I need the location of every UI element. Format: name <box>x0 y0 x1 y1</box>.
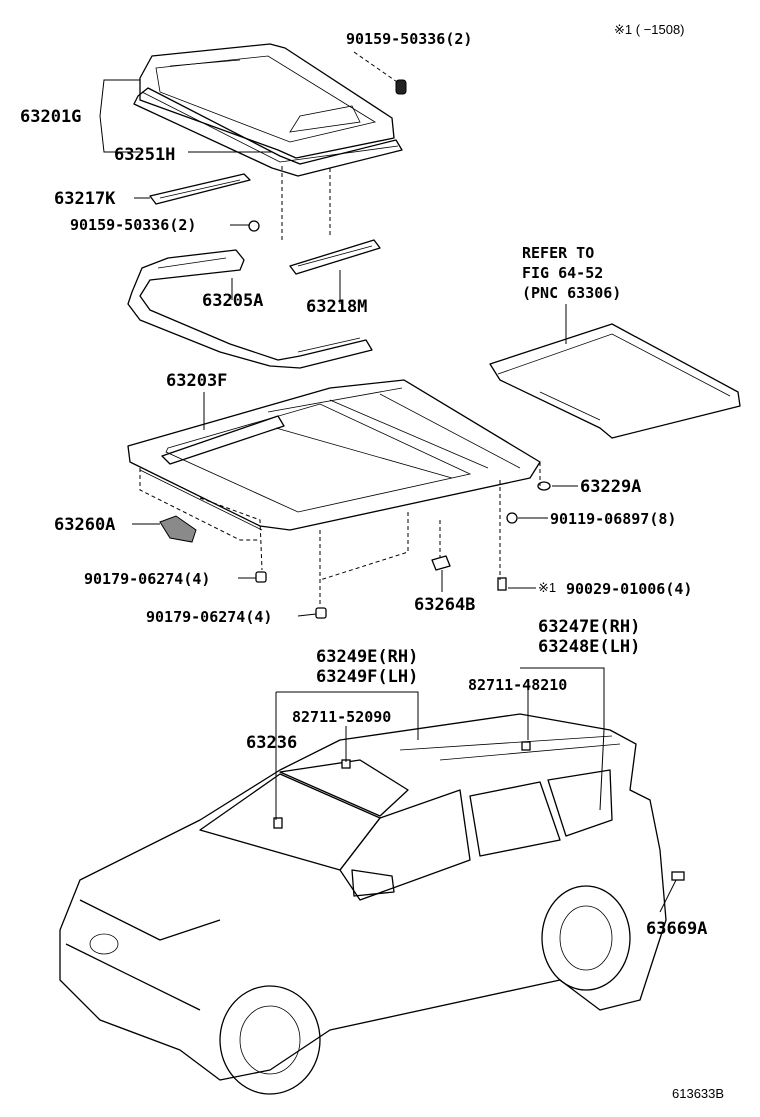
motor-63260A <box>159 515 197 543</box>
label-82711-48210: 82711-48210 <box>468 676 567 694</box>
clip-90119 <box>506 512 518 524</box>
label-63260A: 63260A <box>54 515 115 535</box>
refer-line-2: FIG 64-52 <box>522 264 603 282</box>
bolt-90029 <box>497 577 507 591</box>
label-63248E: 63248E(LH) <box>538 637 640 657</box>
label-group: 90159-50336(2) 63201G 63251H 63217K 9015… <box>20 30 724 1101</box>
label-63229A: 63229A <box>580 477 641 497</box>
label-63249E: 63249E(RH) <box>316 647 418 667</box>
label-63669A: 63669A <box>646 919 707 939</box>
label-63205A: 63205A <box>202 291 263 311</box>
clip-63229A <box>537 481 551 491</box>
label-63217K: 63217K <box>54 189 116 209</box>
label-63218M: 63218M <box>306 297 367 317</box>
clip-63236 <box>273 817 283 829</box>
label-63247E: 63247E(RH) <box>538 617 640 637</box>
assembly-lines <box>139 51 541 604</box>
rail-63218M <box>289 239 381 275</box>
label-90179-06274-b: 90179-06274(4) <box>146 608 272 626</box>
sunshade-panel <box>489 323 741 439</box>
nut-90179-b <box>315 607 327 619</box>
header-note: ※1 ( −1508) <box>614 22 685 37</box>
label-90179-06274-a: 90179-06274(4) <box>84 570 210 588</box>
label-90029-01006: 90029-01006(4) <box>566 580 692 598</box>
label-note-mark: ※1 <box>538 580 556 595</box>
clip-82711-48210 <box>521 741 531 751</box>
bolt-90159-top <box>395 79 407 95</box>
housing-63203F <box>127 379 541 531</box>
nut-90179-a <box>255 571 267 583</box>
bracket-63264B <box>431 555 451 571</box>
figure-code: 613633B <box>672 1086 724 1101</box>
label-82711-52090: 82711-52090 <box>292 708 391 726</box>
label-63236: 63236 <box>246 733 297 753</box>
bolt-90159-mid <box>248 220 260 232</box>
label-90119-06897: 90119-06897(8) <box>550 510 676 528</box>
refer-line-1: REFER TO <box>522 244 594 262</box>
label-63251H: 63251H <box>114 145 175 165</box>
vehicle-illustration <box>59 713 667 1095</box>
glass-panel-63201G <box>133 43 403 177</box>
bolt-63669A <box>671 871 685 881</box>
leader-lines <box>99 79 677 913</box>
label-63201G: 63201G <box>20 107 81 127</box>
label-90159-50336-top: 90159-50336(2) <box>346 30 472 48</box>
seal-63205A <box>127 249 373 369</box>
deflector-63217K <box>149 173 251 205</box>
refer-line-3: (PNC 63306) <box>522 284 621 302</box>
label-90159-50336-mid: 90159-50336(2) <box>70 216 196 234</box>
label-63264B: 63264B <box>414 595 475 615</box>
label-63249F: 63249F(LH) <box>316 667 418 687</box>
label-63203F: 63203F <box>166 371 227 391</box>
